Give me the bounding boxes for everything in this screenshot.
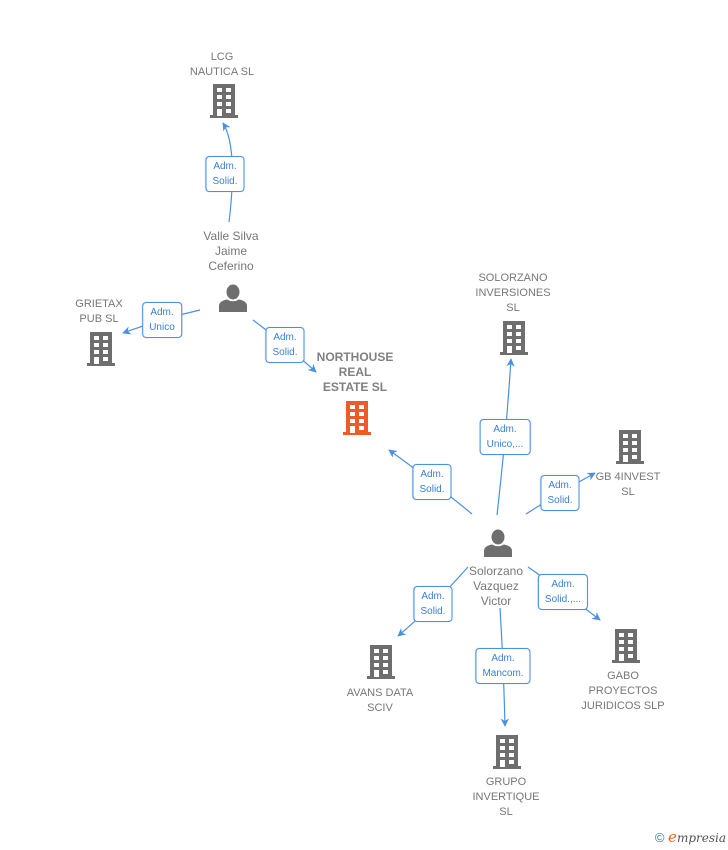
- company-name-label[interactable]: GABO PROYECTOS JURIDICOS SLP: [581, 670, 665, 712]
- building-icon[interactable]: [616, 430, 644, 464]
- edge-role-label[interactable]: Adm. Unico,...: [479, 419, 531, 455]
- building-icon[interactable]: [500, 321, 528, 355]
- building-icon[interactable]: [612, 629, 640, 663]
- building-icon[interactable]: [210, 84, 238, 118]
- company-name-label[interactable]: LCG NAUTICA SL: [189, 51, 255, 78]
- person-icon[interactable]: [484, 529, 512, 558]
- person-name-label[interactable]: Solorzano Vazquez Victor: [468, 564, 524, 608]
- edge-role-label[interactable]: Adm. Solid.: [413, 586, 453, 622]
- building-icon[interactable]: [493, 735, 521, 769]
- edge-role-label[interactable]: Adm. Solid.: [540, 475, 580, 511]
- building-icon[interactable]: [343, 401, 371, 435]
- building-icon[interactable]: [367, 645, 395, 679]
- company-name-label[interactable]: GRUPO INVERTIQUE SL: [472, 776, 540, 818]
- edge-role-label[interactable]: Adm. Solid.: [265, 327, 305, 363]
- company-name-label[interactable]: SOLORZANO INVERSIONES SL: [475, 272, 551, 314]
- person-icon[interactable]: [219, 284, 247, 313]
- edge-role-label[interactable]: Adm. Mancom.: [475, 648, 531, 684]
- footer-brand: © empresia: [655, 828, 726, 846]
- copyright-icon: ©: [654, 830, 665, 845]
- edge-role-label[interactable]: Adm. Solid.: [205, 156, 245, 192]
- edge-role-label[interactable]: Adm. Solid.,...: [537, 574, 589, 610]
- company-name-label[interactable]: NORTHOUSE REAL ESTATE SL: [316, 350, 394, 394]
- empresia-logo: empresia: [668, 828, 726, 846]
- edge-role-label[interactable]: Adm. Solid.: [412, 464, 452, 500]
- building-icon[interactable]: [87, 332, 115, 366]
- company-name-label[interactable]: GB 4INVEST SL: [595, 471, 661, 498]
- company-name-label[interactable]: AVANS DATA SCIV: [346, 687, 414, 714]
- edge-role-label[interactable]: Adm. Unico: [142, 302, 182, 338]
- company-name-label[interactable]: GRIETAX PUB SL: [75, 298, 123, 325]
- person-name-label[interactable]: Valle Silva Jaime Ceferino: [203, 229, 259, 273]
